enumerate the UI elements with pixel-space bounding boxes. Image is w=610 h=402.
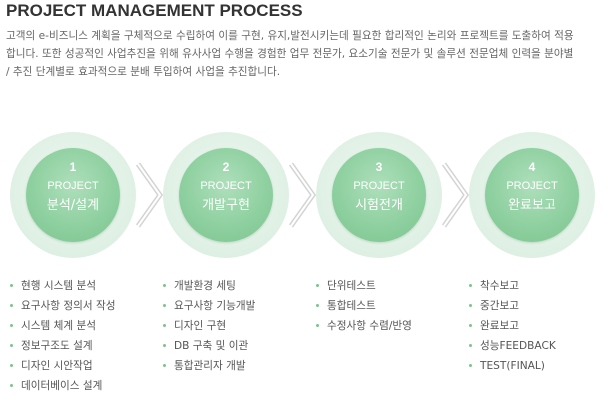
list-item: 통합테스트 — [316, 296, 412, 316]
bullet-icon — [316, 283, 319, 287]
step-2-task-list: 개발환경 세팅 요구사항 기능개발 디자인 구현 DB 구축 및 이관 통합관리… — [163, 276, 255, 376]
list-item: DB 구축 및 이관 — [163, 336, 255, 356]
description: 고객의 e-비즈니스 계획을 구체적으로 수립하여 이를 구현, 유지,발전시키… — [6, 27, 606, 81]
list-item: TEST(FINAL) — [469, 356, 556, 376]
list-item: 요구사항 정의서 작성 — [10, 296, 115, 316]
bullet-icon — [469, 343, 472, 347]
list-item: 정보구조도 설계 — [10, 336, 115, 356]
bullet-icon — [163, 323, 166, 327]
step-number: 2 — [222, 160, 230, 174]
bullet-icon — [10, 323, 13, 327]
bullet-icon — [163, 363, 166, 367]
step-label-ko: 시험전개 — [355, 198, 403, 213]
list-item: 중간보고 — [469, 296, 556, 316]
step-label-en: PROJECT — [47, 180, 99, 192]
step-1-task-list: 현행 시스템 분석 요구사항 정의서 작성 시스템 체계 분석 정보구조도 설계… — [10, 276, 115, 396]
bullet-icon — [469, 303, 472, 307]
list-item: 시스템 체계 분석 — [10, 316, 115, 336]
bullet-icon — [10, 383, 13, 387]
list-item: 현행 시스템 분석 — [10, 276, 115, 296]
bullet-icon — [316, 323, 319, 327]
step-inner-circle — [26, 148, 120, 242]
list-item: 디자인 구현 — [163, 316, 255, 336]
step-4-task-list: 착수보고 중간보고 완료보고 성능FEEDBACK TEST(FINAL) — [469, 276, 556, 376]
description-line: / 추진 단계별로 효과적으로 분배 투입하여 사업을 추진합니다. — [6, 66, 281, 78]
bullet-icon — [469, 363, 472, 367]
step-label-ko: 개발구현 — [202, 198, 250, 213]
list-item: 수정사항 수렴/반영 — [316, 316, 412, 336]
step-inner-circle — [485, 148, 579, 242]
step-number: 4 — [528, 160, 536, 174]
step-number: 3 — [375, 160, 383, 174]
step-label-ko: 완료보고 — [508, 198, 556, 213]
step-inner-circle — [179, 148, 273, 242]
list-item: 착수보고 — [469, 276, 556, 296]
bullet-icon — [469, 323, 472, 327]
bullet-icon — [10, 343, 13, 347]
bullet-icon — [316, 303, 319, 307]
list-item: 성능FEEDBACK — [469, 336, 556, 356]
bullet-icon — [10, 303, 13, 307]
list-item: 요구사항 기능개발 — [163, 296, 255, 316]
page-title: PROJECT MANAGEMENT PROCESS — [6, 1, 303, 20]
step-label-en: PROJECT — [353, 180, 405, 192]
bullet-icon — [10, 283, 13, 287]
step-1-circle: 1 PROJECT 분석/설계 — [10, 132, 136, 258]
step-4-circle: 4 PROJECT 완료보고 — [469, 132, 595, 258]
bullet-icon — [163, 303, 166, 307]
list-item: 디자인 시안작업 — [10, 356, 115, 376]
chevron-right-icon — [441, 162, 470, 228]
chevron-right-icon — [288, 162, 317, 228]
bullet-icon — [469, 283, 472, 287]
step-label-en: PROJECT — [200, 180, 252, 192]
bullet-icon — [10, 363, 13, 367]
bullet-icon — [163, 283, 166, 287]
step-2-circle: 2 PROJECT 개발구현 — [163, 132, 289, 258]
step-number: 1 — [69, 160, 77, 174]
step-3-task-list: 단위테스트 통합테스트 수정사항 수렴/반영 — [316, 276, 412, 336]
chevron-right-icon — [135, 162, 164, 228]
list-item: 데이터베이스 설계 — [10, 376, 115, 396]
list-item: 개발환경 세팅 — [163, 276, 255, 296]
bullet-icon — [163, 343, 166, 347]
step-label-en: PROJECT — [506, 180, 558, 192]
step-inner-circle — [332, 148, 426, 242]
list-item: 통합관리자 개발 — [163, 356, 255, 376]
description-line: 고객의 e-비즈니스 계획을 구체적으로 수립하여 이를 구현, 유지,발전시키… — [6, 30, 574, 42]
description-line: 합니다. 또한 성공적인 사업추진을 위해 유사사업 수행을 경험한 업무 전문… — [6, 48, 574, 60]
list-item: 완료보고 — [469, 316, 556, 336]
list-item: 단위테스트 — [316, 276, 412, 296]
step-label-ko: 분석/설계 — [46, 198, 100, 213]
step-3-circle: 3 PROJECT 시험전개 — [316, 132, 442, 258]
